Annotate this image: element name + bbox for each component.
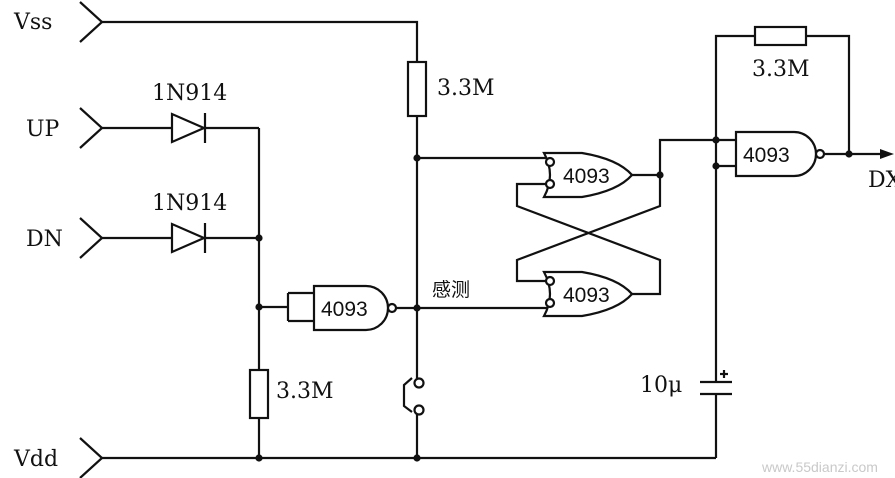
latch-bottom-bubble-a xyxy=(544,275,556,287)
output-gate-input-wire xyxy=(658,138,736,175)
up-port xyxy=(79,107,104,149)
resistor-top xyxy=(406,60,428,118)
dn-label: DN xyxy=(26,227,63,252)
latch-top-gate xyxy=(542,151,634,199)
junction-dot xyxy=(712,136,720,144)
gate-output-label: 4093 xyxy=(743,144,790,167)
diode-up xyxy=(170,112,207,144)
latch-bottom-bubble-b xyxy=(544,297,556,309)
latch-top-bubble-b xyxy=(544,178,556,190)
resistor-left-label: 3.3M xyxy=(276,379,334,404)
resistor-top-label: 3.3M xyxy=(437,76,495,101)
diode-dn xyxy=(170,222,207,254)
gate-latch-bottom-label: 4093 xyxy=(563,284,610,307)
vss-label: Vss xyxy=(13,10,52,35)
vdd-port xyxy=(79,437,104,478)
vss-port xyxy=(79,1,104,43)
sense-net-label: 感测 xyxy=(432,279,470,301)
up-label: UP xyxy=(26,117,60,142)
vss-rail xyxy=(102,20,419,62)
latch-cross-wires xyxy=(515,173,662,296)
output-gate-bubble xyxy=(814,148,826,160)
vdd-label: Vdd xyxy=(13,447,58,472)
gate-input-bubble xyxy=(386,302,398,314)
input-gate-wires xyxy=(259,291,314,323)
resistor-left xyxy=(248,368,270,420)
junction-dot xyxy=(413,304,421,312)
gate-input-label: 4093 xyxy=(321,298,368,321)
capacitor xyxy=(700,370,732,396)
watermark: www.55dianzi.com xyxy=(761,459,878,475)
gate-latch-top-label: 4093 xyxy=(563,165,610,188)
resistor-feedback xyxy=(753,25,808,47)
output-arrow xyxy=(880,149,894,159)
diode-up-label: 1N914 xyxy=(152,81,227,106)
capacitor-label: 10μ xyxy=(640,373,682,398)
feedback-loop-wire xyxy=(714,34,851,166)
push-switch xyxy=(402,377,425,416)
resistor-feedback-label: 3.3M xyxy=(752,57,810,82)
junction-dot xyxy=(255,234,263,242)
out-label: DX xyxy=(868,168,895,193)
latch-top-bubble-a xyxy=(544,156,556,168)
diode-dn-label: 1N914 xyxy=(152,191,227,216)
junction-dot xyxy=(255,454,263,462)
dn-port xyxy=(79,217,104,259)
junction-dot xyxy=(413,454,421,462)
latch-bottom-gate xyxy=(542,270,634,318)
